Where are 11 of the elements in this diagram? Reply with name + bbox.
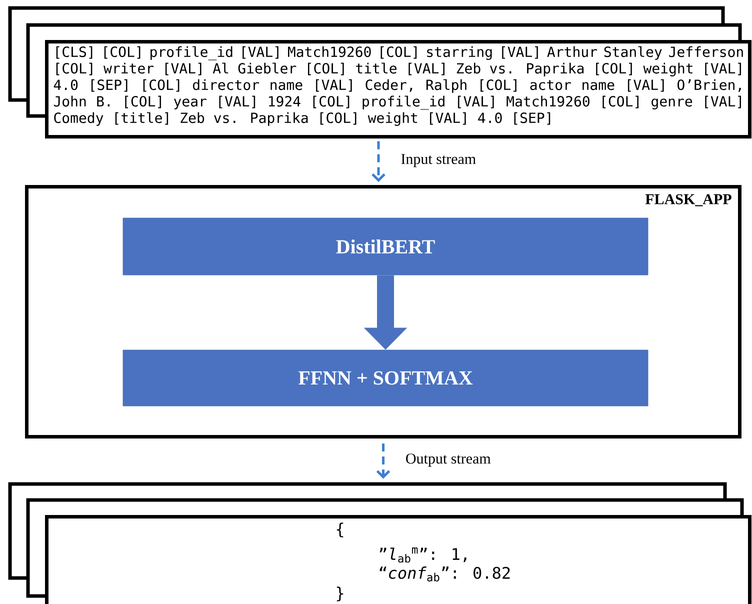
node-label: } bbox=[336, 586, 344, 602]
node-label: ”l$_{ab}$$^{m}$”: 1, bbox=[380, 547, 466, 563]
output-card: { ”l$_{ab}$$^{m}$”: 1, “conf$_{ab}$”: 0.82 } bbox=[45, 515, 752, 604]
edge-label: Input stream bbox=[401, 154, 476, 168]
node-label: { bbox=[336, 522, 344, 538]
edge-label: Output stream bbox=[406, 454, 491, 467]
process-box: DistilBERT bbox=[122, 218, 648, 276]
input-card: [CLS] [COL] profile_id [VAL] Match19260 [COL] starring [VAL] Arthur Stanley Jefferson [COL] writer [VAL] Al Giebler [COL] title [VAL] Zeb vs. Paprika [COL] weight [VAL] 4.0 [SEP] [COL] director name [VAL] Ceder, Ralph [COL] actor name [VAL] O’Brien, John B. [COL] year [VAL] 1924 [COL] profile_id [VAL] Match19260 [COL] genre [VAL] Comedy [title] Zeb vs. Paprika [COL] weight [VAL] 4.0 [SEP] bbox=[45, 40, 752, 138]
arrow bbox=[372, 141, 386, 182]
node-label: “conf$_{ab}$”: 0.82 bbox=[380, 566, 510, 582]
arrow bbox=[376, 444, 390, 479]
